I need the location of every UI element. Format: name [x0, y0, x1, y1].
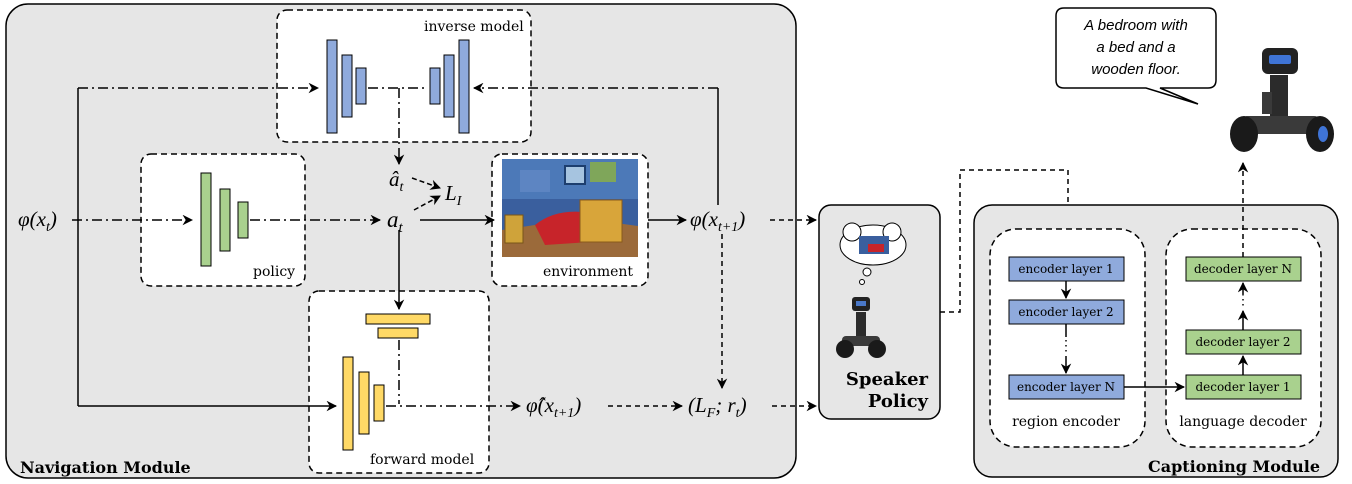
svg-text:encoder layer 2: encoder layer 2: [1018, 305, 1113, 319]
svg-text:encoder layer 1: encoder layer 1: [1018, 262, 1113, 276]
captioning-module-title: Captioning Module: [1148, 457, 1320, 476]
policy-label: policy: [253, 264, 295, 280]
encoder-ellipsis: ⋮: [1059, 338, 1073, 354]
forward-model-layers: [342, 356, 385, 451]
svg-text:decoder layer 1: decoder layer 1: [1195, 380, 1290, 394]
region-encoder-label: region encoder: [1012, 414, 1120, 430]
svg-text:a bed and a: a bed and a: [1096, 39, 1175, 56]
bedroom-image: [502, 159, 638, 257]
language-decoder-label: language decoder: [1179, 414, 1307, 430]
speaker-robot-icon: [836, 297, 886, 358]
captioning-robot-icon: [1230, 48, 1334, 152]
svg-text:decoder layer N: decoder layer N: [1194, 262, 1292, 276]
speaker-label-line2: Policy: [868, 391, 929, 412]
svg-text:A bedroom with: A bedroom with: [1083, 17, 1188, 34]
phi-xt1-label: φ(xt+1): [690, 207, 745, 235]
navigation-module-title: Navigation Module: [20, 458, 191, 477]
a-hat-label: ât: [389, 167, 405, 195]
L-I-label: LI: [444, 181, 463, 209]
encoder-layer-2: encoder layer 2: [1008, 299, 1125, 325]
phi-xt-label: φ(xt): [18, 207, 57, 235]
decoder-layer-2: decoder layer 2: [1185, 329, 1302, 355]
decoder-layer-n: decoder layer N: [1185, 256, 1302, 282]
forward-model-label: forward model: [370, 452, 475, 468]
speech-bubble: A bedroom with a bed and a wooden floor.: [1055, 7, 1217, 105]
encoder-layer-n: encoder layer N: [1008, 374, 1125, 400]
forward-projection-layers: [365, 313, 431, 339]
captioning-arrows: [1060, 161, 1249, 393]
svg-text:decoder layer 2: decoder layer 2: [1195, 335, 1290, 349]
environment-label: environment: [543, 264, 633, 280]
inverse-encoder-layers: [326, 39, 367, 134]
navigation-arrows: [72, 82, 818, 412]
LF-rt-label: (LF; rt): [688, 393, 747, 421]
speaker-label-line1: Speaker: [846, 369, 929, 390]
svg-text:encoder layer N: encoder layer N: [1017, 380, 1115, 394]
inverse-decoder-layers: [429, 39, 470, 134]
decoder-layer-1: decoder layer 1: [1185, 374, 1302, 400]
policy-layers: [200, 172, 249, 267]
phi-hat-xt1-label: φ̂(xt+1): [526, 393, 581, 421]
svg-text:wooden floor.: wooden floor.: [1091, 61, 1181, 78]
decoder-ellipsis: ⋮: [1236, 292, 1250, 308]
encoder-layer-1: encoder layer 1: [1008, 256, 1125, 282]
thought-cloud: [839, 222, 907, 285]
navigation-module-panel: [5, 3, 797, 479]
a-t-label: at: [387, 207, 404, 236]
speaker-to-captioning-arrow: [940, 169, 1074, 313]
inverse-model-label: inverse model: [424, 19, 524, 35]
